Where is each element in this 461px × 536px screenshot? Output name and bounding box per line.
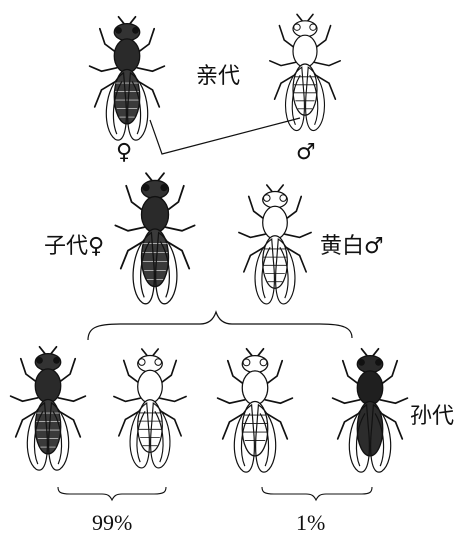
label-1-percent: 1% — [296, 512, 325, 534]
fly-parent-female-wildtype — [90, 17, 165, 140]
brace-1 — [262, 487, 372, 500]
symbol-male-parent: ♂ — [296, 142, 316, 164]
label-f1-male: 黄白♂ — [320, 236, 384, 258]
label-99-percent: 99% — [92, 512, 132, 534]
fly-f2-yellow-white — [114, 349, 186, 468]
fly-f2-recombinant-light — [218, 349, 293, 472]
label-parental: 亲代 — [196, 66, 240, 88]
f2-bracket — [88, 312, 352, 340]
label-f1-female: 子代♀ — [44, 236, 104, 258]
fly-f2-recombinant-dark — [333, 349, 408, 472]
fly-f1-male — [239, 185, 311, 304]
fly-parent-male-yellow-white — [270, 14, 340, 130]
brace-99 — [58, 487, 166, 500]
fly-f1-female — [115, 173, 194, 304]
symbol-female-parent: ♀ — [116, 142, 132, 164]
mating-line — [150, 118, 300, 154]
fly-f2-wildtype — [11, 347, 86, 470]
label-f2: 孙代 — [410, 406, 454, 428]
